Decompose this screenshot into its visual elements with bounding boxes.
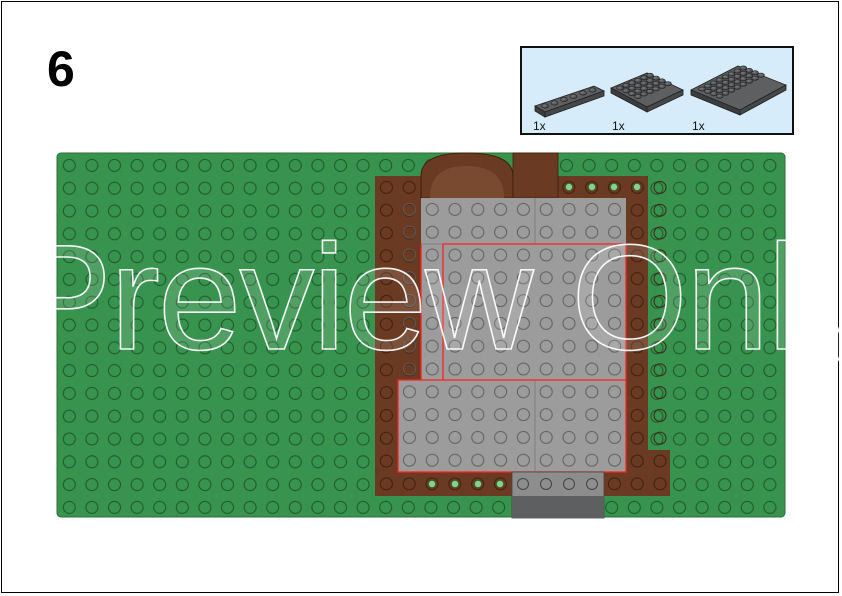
stud xyxy=(658,83,666,89)
stud xyxy=(721,90,730,96)
stud xyxy=(727,82,736,88)
stud xyxy=(721,85,730,91)
stud xyxy=(616,85,624,91)
part-qty-1: 1x xyxy=(533,119,546,133)
stud xyxy=(716,83,724,88)
parts-list-illustration xyxy=(534,65,787,118)
stud xyxy=(716,77,724,83)
stud xyxy=(628,91,636,97)
stud xyxy=(710,80,718,86)
stud xyxy=(739,81,748,87)
stud xyxy=(733,84,742,90)
stud xyxy=(634,94,642,99)
stud xyxy=(739,65,748,71)
stud xyxy=(664,81,672,87)
stud xyxy=(646,89,654,94)
part-qty-3: 1x xyxy=(692,119,705,133)
stud xyxy=(640,80,648,86)
stud xyxy=(698,86,706,92)
plate-4x6-icon xyxy=(610,72,684,113)
stud xyxy=(640,91,648,97)
stud xyxy=(646,83,654,89)
stud xyxy=(721,74,730,80)
stud xyxy=(745,78,753,84)
stud xyxy=(739,70,748,76)
plate-4x8-icon xyxy=(690,65,787,116)
stud xyxy=(727,76,736,82)
stud xyxy=(751,70,759,76)
stud xyxy=(721,80,730,85)
stud xyxy=(751,75,759,81)
stud xyxy=(704,83,712,89)
gray-floor xyxy=(397,198,627,473)
stud xyxy=(745,73,753,79)
stud xyxy=(628,80,636,86)
stud xyxy=(640,86,648,91)
stud xyxy=(704,89,712,94)
stud xyxy=(733,68,742,74)
stud xyxy=(710,86,718,91)
part-qty-2: 1x xyxy=(612,119,625,133)
stud xyxy=(646,72,654,78)
stud xyxy=(716,93,724,99)
stud xyxy=(727,71,736,77)
stud xyxy=(658,78,666,84)
parts-list-box: 1x 1x 1x xyxy=(520,46,794,135)
stud xyxy=(628,85,636,91)
stud xyxy=(634,77,642,83)
stud xyxy=(622,88,630,94)
stud xyxy=(745,67,753,73)
stud xyxy=(710,91,718,97)
stud xyxy=(733,79,742,85)
stud xyxy=(640,75,648,81)
stud xyxy=(757,72,765,78)
stud xyxy=(727,87,736,93)
stud xyxy=(652,86,660,92)
stud xyxy=(652,81,660,86)
step-number: 6 xyxy=(47,41,75,97)
stud xyxy=(634,83,642,89)
plate-1x6-icon xyxy=(534,85,606,118)
stud xyxy=(634,88,642,94)
stud xyxy=(733,73,742,79)
stud xyxy=(739,76,748,82)
door-step xyxy=(511,471,605,519)
stud xyxy=(622,83,630,88)
stud xyxy=(652,75,660,81)
stud xyxy=(716,88,724,94)
stud xyxy=(646,78,654,84)
